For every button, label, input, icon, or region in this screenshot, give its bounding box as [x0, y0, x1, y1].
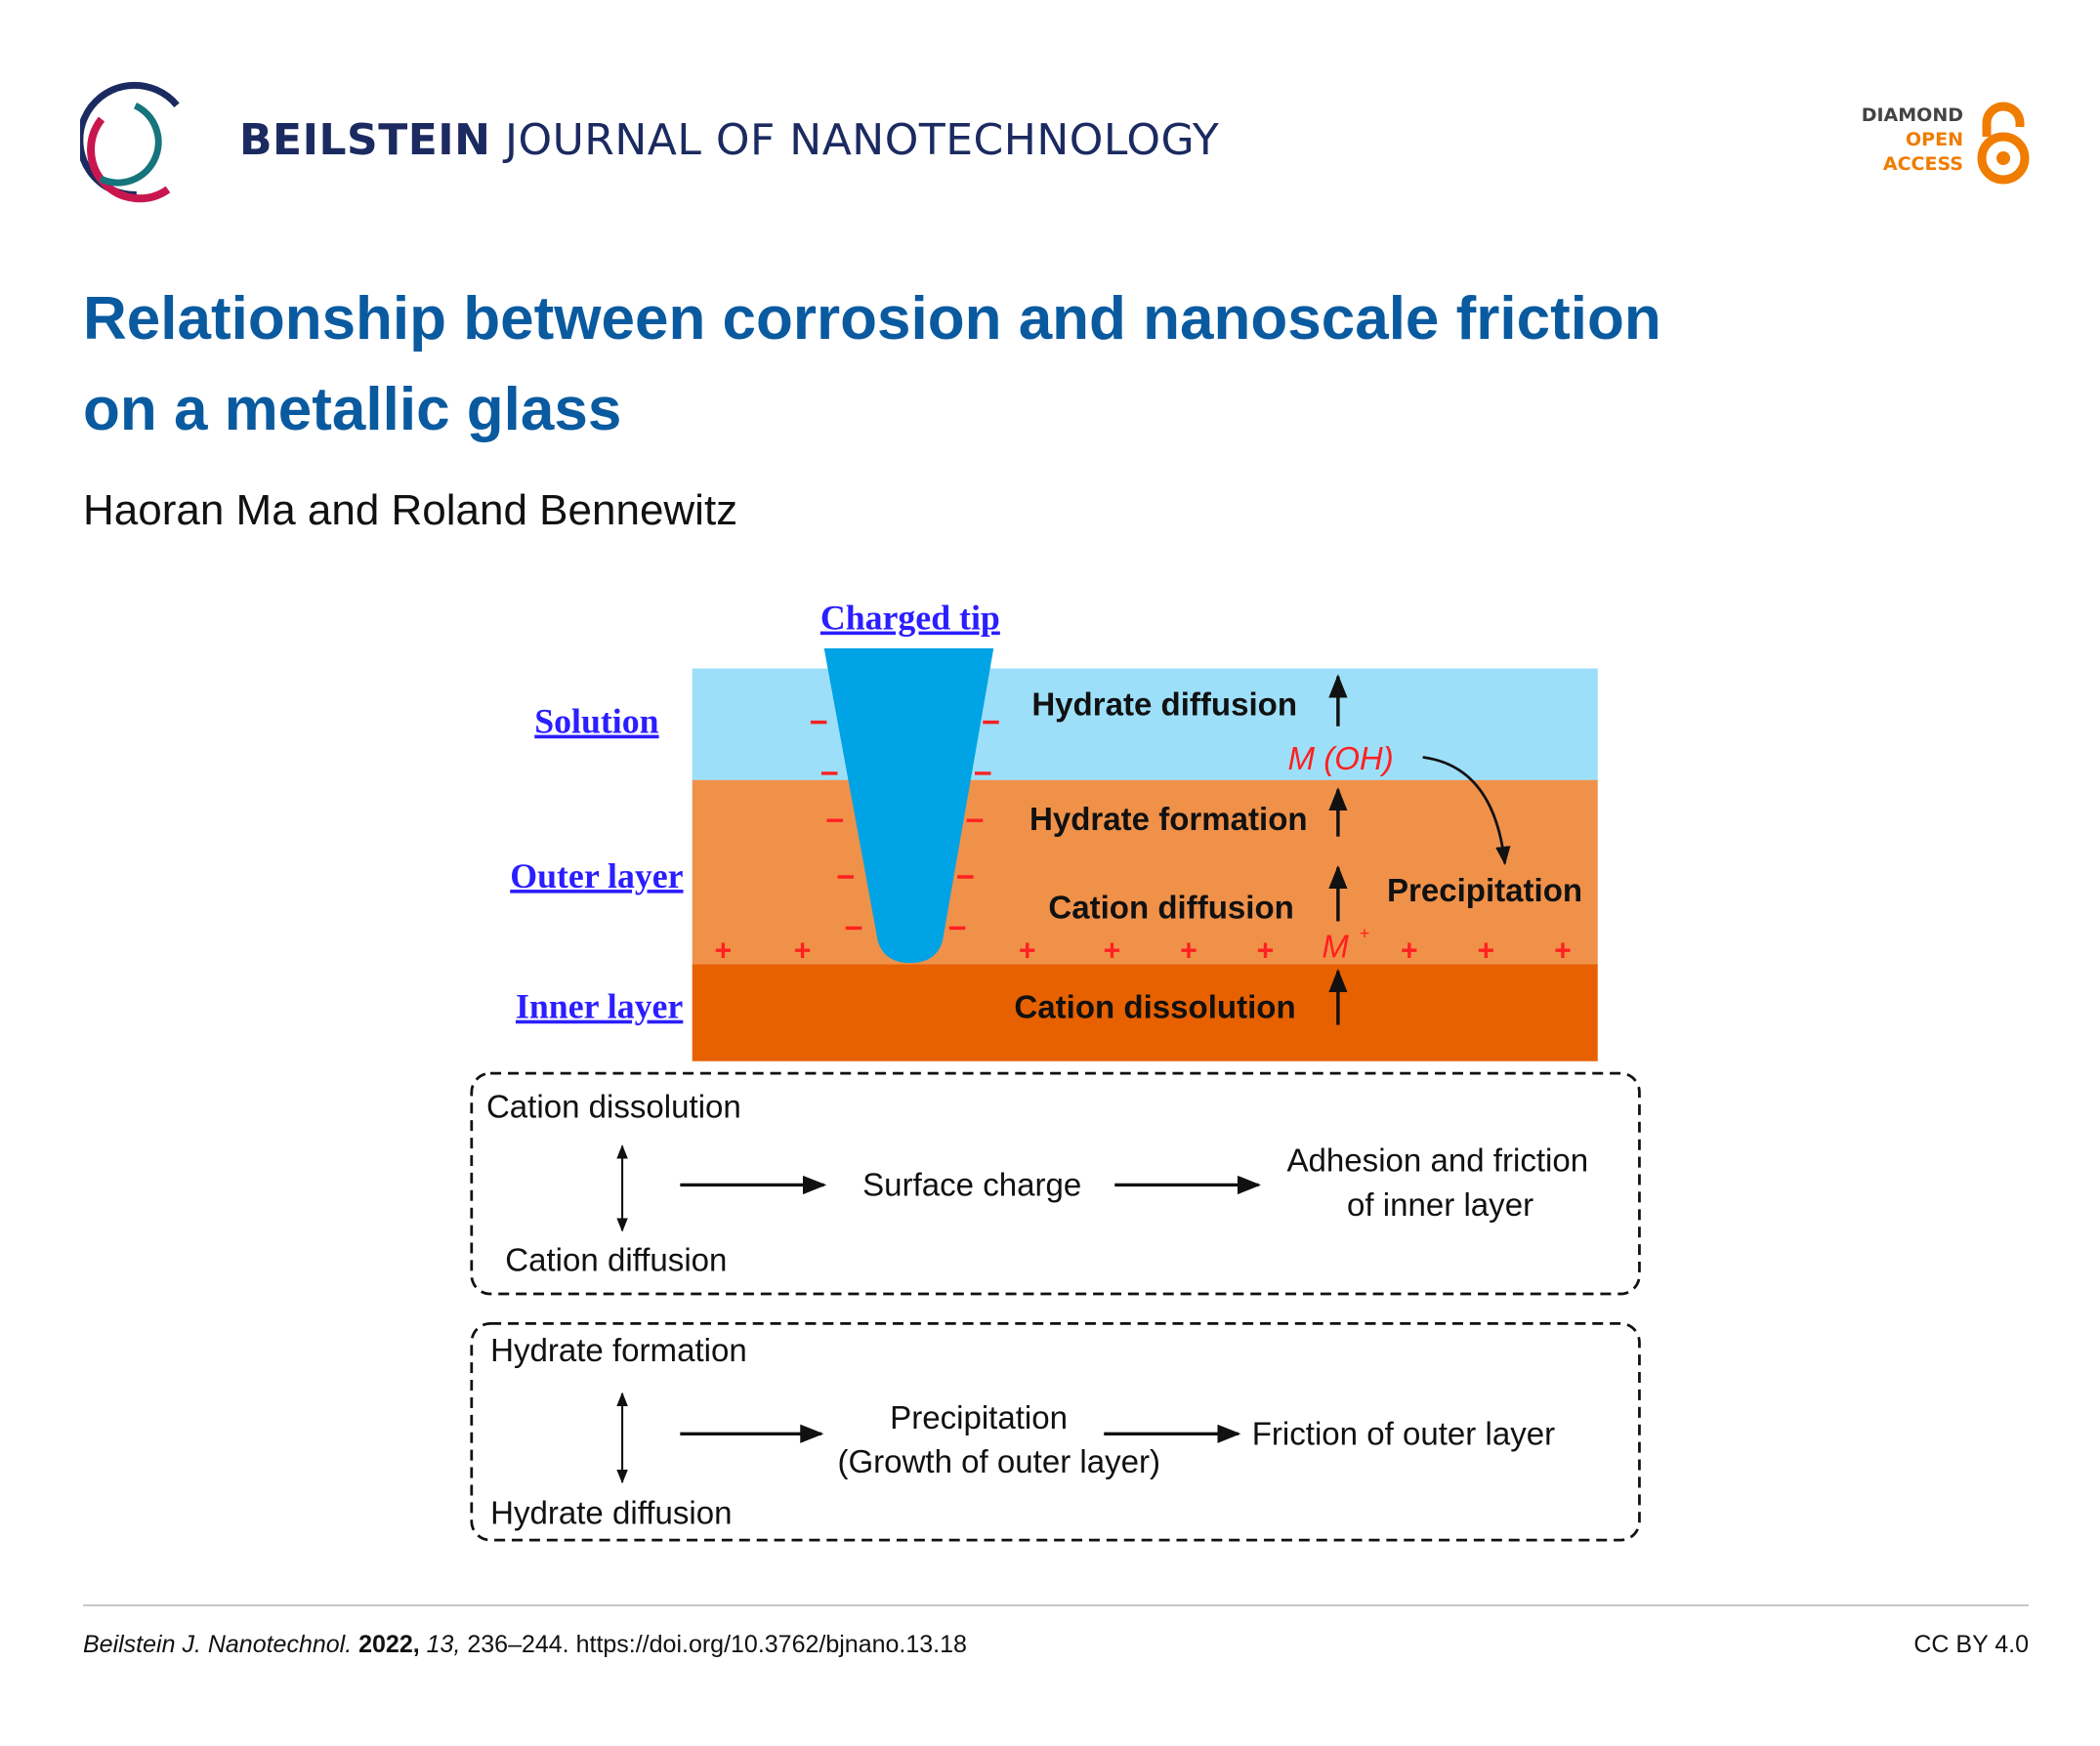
oa-diamond: DIAMOND	[1861, 104, 1963, 126]
box2-bottom-text: Hydrate diffusion	[490, 1496, 732, 1532]
svg-text:+: +	[715, 935, 733, 967]
inner-layer-label: Inner layer	[516, 987, 683, 1026]
doi-link[interactable]: https://doi.org/10.3762/bjnano.13.18	[575, 1631, 967, 1658]
svg-text:+: +	[1180, 935, 1197, 967]
moh-text: M (OH)	[1287, 741, 1393, 777]
footer-divider	[83, 1604, 2029, 1606]
precipitation-text: Precipitation	[1387, 873, 1582, 909]
box1-top-text: Cation dissolution	[486, 1090, 741, 1126]
graphical-abstract-figure: Charged tip Solution Outer layer Inner l…	[470, 599, 1641, 1542]
open-lock-icon	[1977, 102, 2030, 185]
solution-label: Solution	[534, 702, 658, 741]
solution-layer	[692, 668, 1598, 782]
svg-text:+: +	[1554, 935, 1572, 967]
beilstein-logo-icon	[80, 81, 180, 203]
m-plus-superscript: +	[1360, 923, 1369, 942]
box1-result-line1: Adhesion and friction	[1287, 1143, 1589, 1180]
article-title: Relationship between corrosion and nanos…	[83, 273, 1939, 455]
outer-layer-label: Outer layer	[510, 856, 683, 895]
journal-name: BEILSTEIN JOURNAL OF NANOTECHNOLOGY	[239, 115, 1219, 165]
citation-year: 2022,	[358, 1631, 420, 1658]
box1-bottom-text: Cation diffusion	[505, 1243, 727, 1279]
box1-result-line2: of inner layer	[1347, 1187, 1533, 1224]
citation-journal: Beilstein J. Nanotechnol.	[83, 1631, 353, 1658]
title-line-2: on a metallic glass	[83, 376, 622, 443]
hydrate-formation-text: Hydrate formation	[1029, 802, 1308, 838]
cation-diffusion-text: Cation diffusion	[1048, 891, 1293, 927]
authors: Haoran Ma and Roland Bennewitz	[83, 486, 738, 534]
outer-layer-mechanism-box	[470, 1321, 1641, 1542]
svg-text:+: +	[1401, 935, 1418, 967]
inner-layer	[692, 964, 1598, 1061]
surface-charge-text: Surface charge	[862, 1167, 1081, 1203]
positive-charges: + + + + + + + + +	[715, 935, 1572, 967]
m-plus-text: M	[1322, 930, 1349, 966]
cation-dissolution-text: Cation dissolution	[1014, 990, 1295, 1026]
box2-middle-line2: (Growth of outer layer)	[837, 1444, 1160, 1480]
box2-middle-line1: Precipitation	[890, 1400, 1068, 1436]
box2-result-text: Friction of outer layer	[1252, 1416, 1555, 1452]
charged-tip-label: Charged tip	[820, 599, 1000, 638]
oa-open: OPEN	[1906, 129, 1963, 150]
inner-layer-mechanism-box	[470, 1071, 1641, 1296]
box2-top-text: Hydrate formation	[490, 1333, 747, 1369]
citation-volume: 13,	[426, 1631, 461, 1658]
title-line-1: Relationship between corrosion and nanos…	[83, 285, 1661, 353]
outer-layer	[692, 779, 1598, 966]
negative-charges	[810, 720, 999, 931]
curved-arrow-icon	[1422, 756, 1511, 866]
license: CC BY 4.0	[1913, 1631, 2029, 1658]
citation: Beilstein J. Nanotechnol. 2022, 13, 236–…	[83, 1631, 967, 1659]
svg-text:+: +	[1019, 935, 1036, 967]
svg-text:+: +	[794, 935, 812, 967]
svg-text:+: +	[1257, 935, 1275, 967]
svg-text:+: +	[1104, 935, 1121, 967]
oa-access: ACCESS	[1882, 153, 1963, 175]
citation-pages: 236–244.	[467, 1631, 569, 1658]
journal-name-rest: JOURNAL OF NANOTECHNOLOGY	[504, 115, 1220, 165]
charged-tip-shape	[823, 647, 994, 964]
svg-text:+: +	[1478, 935, 1495, 967]
hydrate-diffusion-text: Hydrate diffusion	[1031, 687, 1297, 724]
diamond-open-access-badge: DIAMOND OPEN ACCESS	[1862, 104, 1963, 177]
journal-name-bold: BEILSTEIN	[239, 115, 491, 165]
